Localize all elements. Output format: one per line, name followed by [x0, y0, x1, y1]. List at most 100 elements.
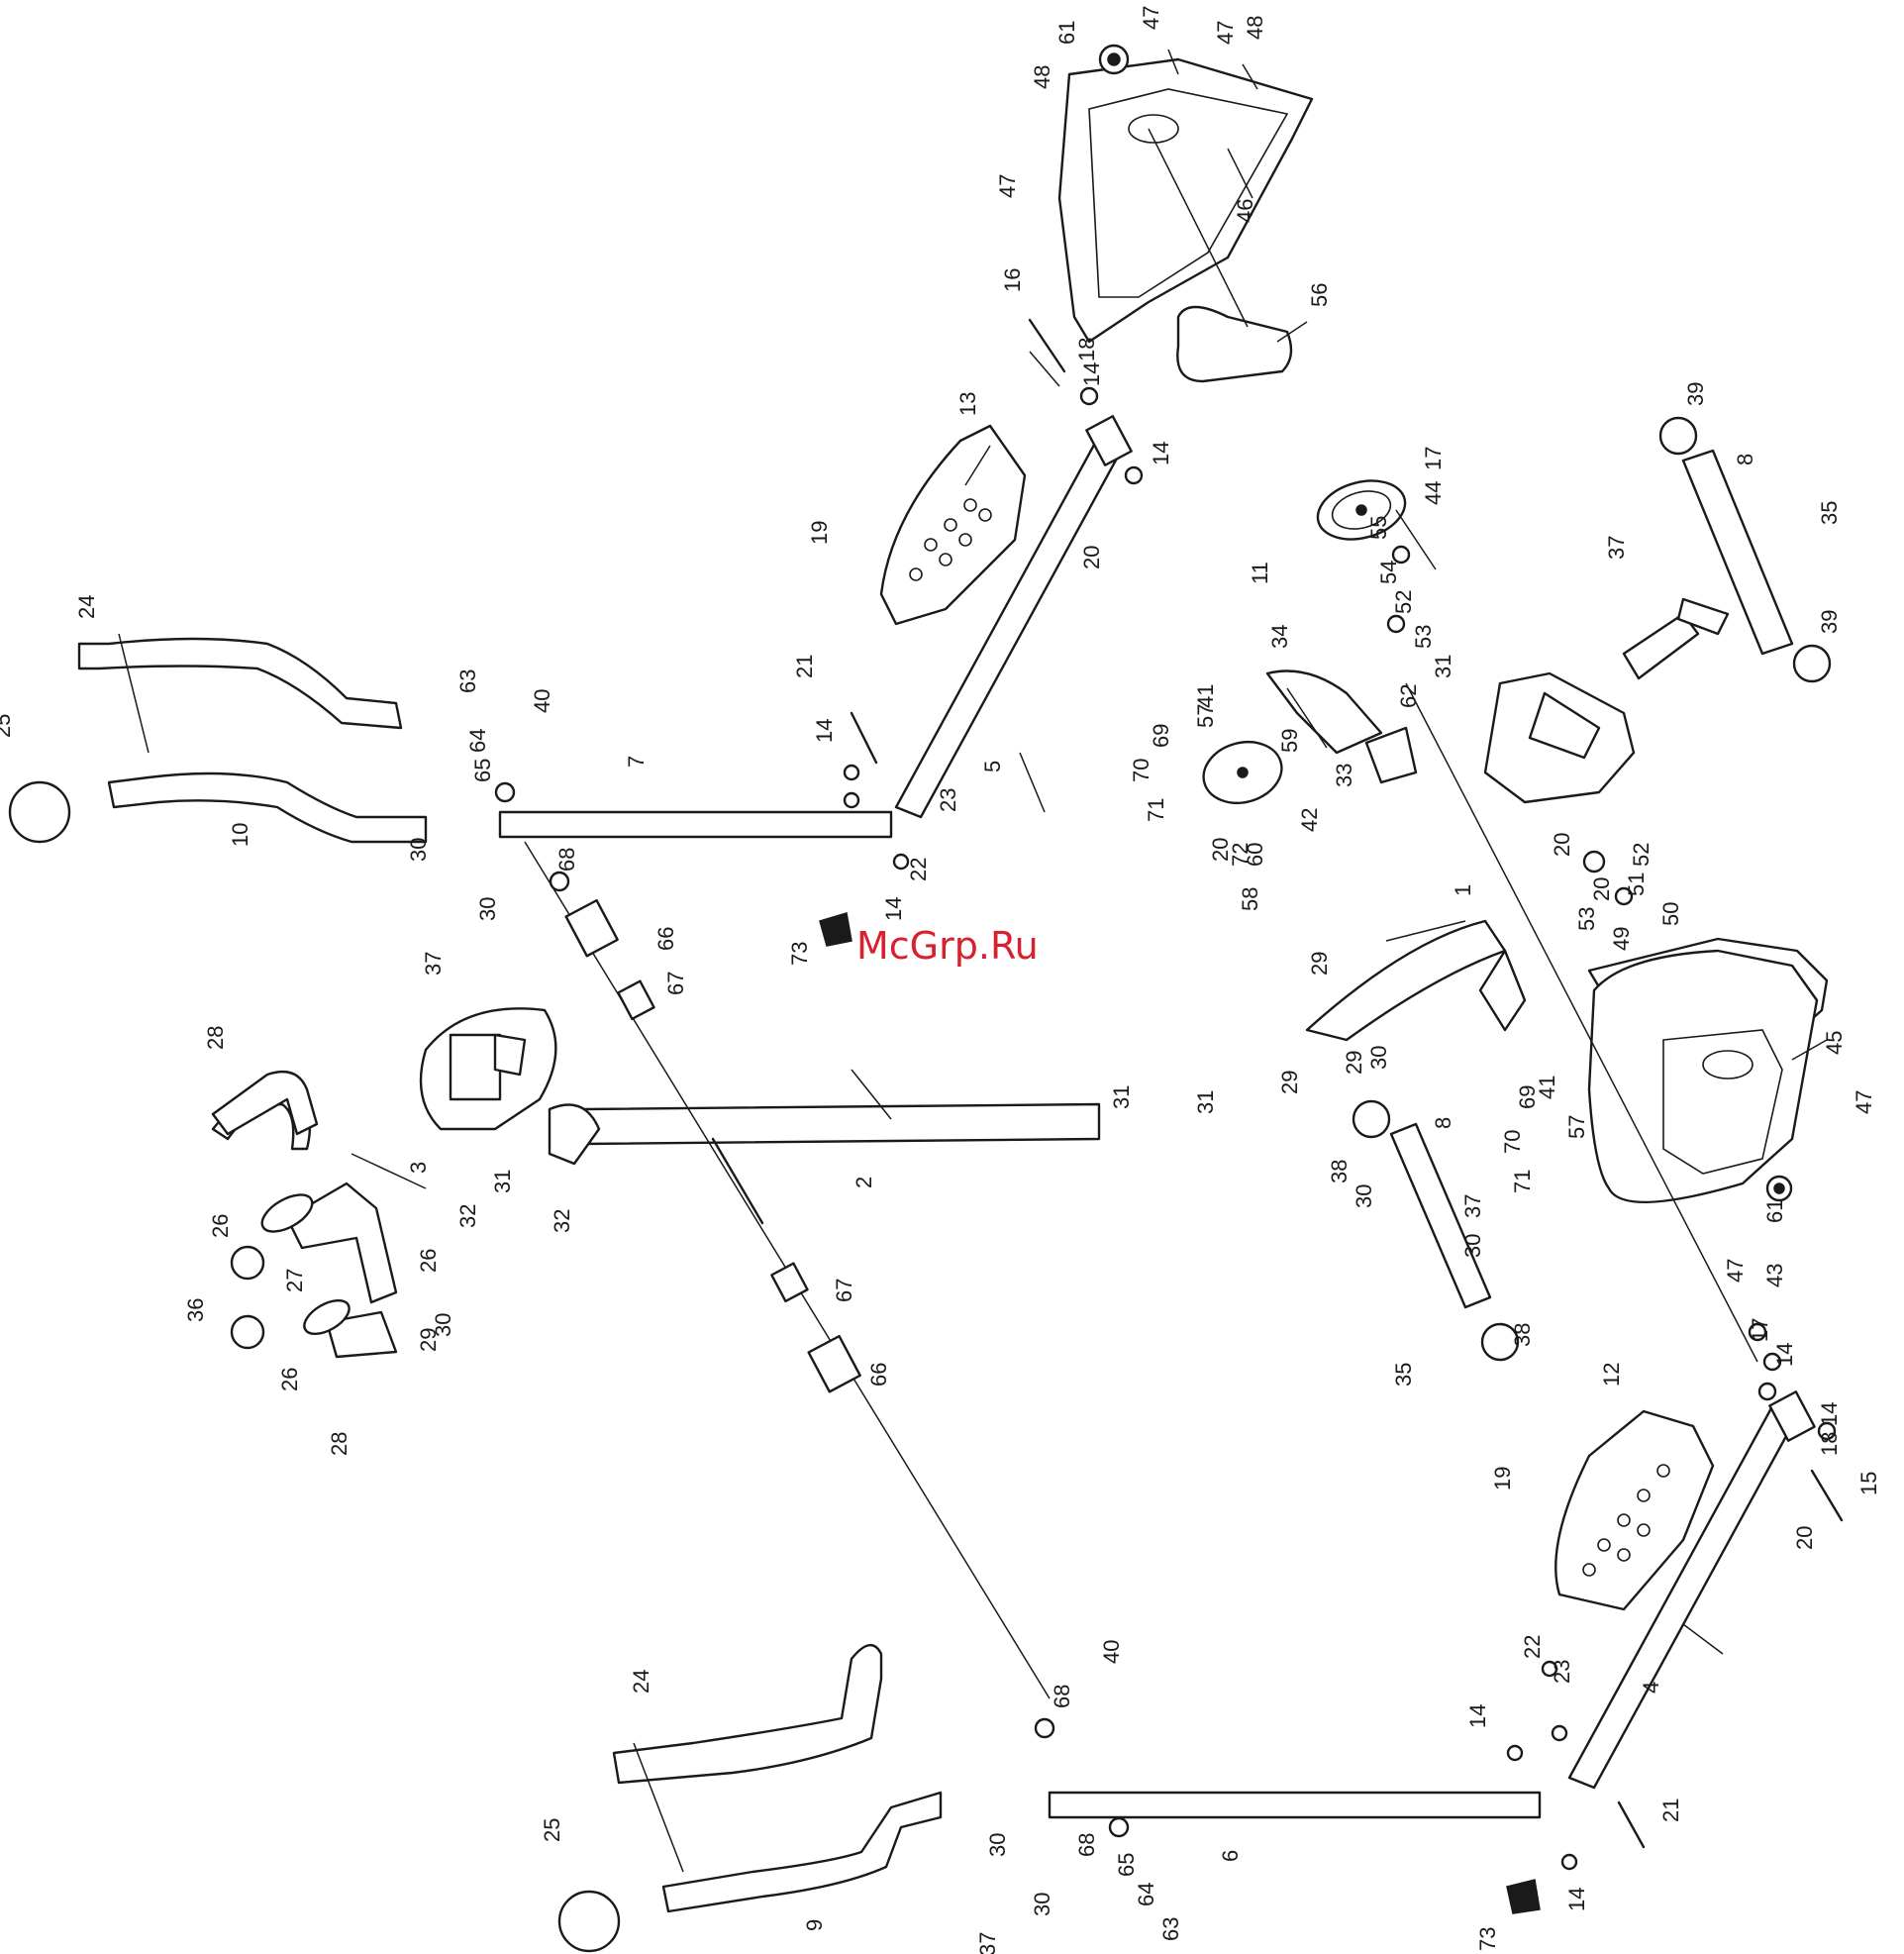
- callout-57-2: 57: [1564, 1115, 1589, 1139]
- callout-7: 7: [624, 756, 649, 768]
- sensor-33: [1364, 726, 1418, 784]
- callout-12: 12: [1599, 1363, 1624, 1387]
- callout-56: 56: [1307, 283, 1332, 307]
- callout-46: 46: [1233, 199, 1257, 223]
- callout-47-5: 47: [1723, 1259, 1748, 1283]
- callout-73: 73: [787, 942, 812, 966]
- front-shroud-46: [1057, 44, 1314, 344]
- callout-48-2: 48: [1030, 65, 1054, 89]
- callout-30-6: 30: [431, 1313, 455, 1337]
- callout-31-2: 31: [1193, 1090, 1218, 1114]
- callout-33: 33: [1332, 764, 1356, 787]
- belt-line: [1148, 128, 1249, 328]
- callout-40-2: 40: [1099, 1640, 1124, 1664]
- callout-17-2: 17: [1748, 1318, 1772, 1342]
- callout-68: 68: [554, 848, 579, 872]
- callout-37: 37: [1604, 536, 1629, 560]
- callout-38-2: 38: [1510, 1323, 1535, 1347]
- callout-3: 3: [406, 1162, 431, 1174]
- callout-72: 72: [1228, 843, 1253, 867]
- callout-11: 11: [1248, 562, 1272, 584]
- belt-56: [1176, 305, 1293, 383]
- callout-30: 30: [406, 838, 431, 862]
- callout-32: 32: [455, 1204, 480, 1228]
- callout-69: 69: [1149, 724, 1173, 748]
- callout-51: 51: [1624, 873, 1649, 896]
- callout-2: 2: [852, 1177, 876, 1188]
- callout-58: 58: [1238, 887, 1262, 911]
- crank-boss-5: [1085, 415, 1133, 466]
- callout-26-3: 26: [416, 1249, 441, 1273]
- callout-39: 39: [1683, 382, 1708, 406]
- callout-21: 21: [792, 655, 817, 678]
- callout-30-5: 30: [1460, 1234, 1485, 1258]
- callout-37-2: 37: [421, 952, 446, 976]
- callout-41: 41: [1193, 684, 1218, 708]
- console-32: [419, 1007, 601, 1166]
- callout-66: 66: [653, 927, 678, 951]
- callout-8: 8: [1733, 454, 1757, 465]
- callout-31-3: 31: [1431, 655, 1455, 678]
- callout-28-2: 28: [327, 1432, 351, 1456]
- callout-24: 24: [74, 595, 99, 619]
- callout-25-2: 25: [540, 1818, 564, 1842]
- callout-57: 57: [1193, 704, 1218, 728]
- callout-20-4: 20: [1208, 838, 1233, 862]
- bushing-67-mid: [770, 1262, 809, 1303]
- callout-4: 4: [1639, 1682, 1663, 1694]
- callout-47-3: 47: [995, 174, 1020, 198]
- link-6: [1048, 1791, 1542, 1819]
- callout-37-4: 37: [975, 1932, 1000, 1954]
- callout-73-2: 73: [1475, 1927, 1500, 1951]
- callout-53: 53: [1411, 625, 1436, 649]
- callout-14: 14: [1079, 362, 1104, 386]
- callout-52: 52: [1629, 843, 1653, 867]
- callout-39-2: 39: [1817, 610, 1842, 634]
- callout-20-5: 20: [1792, 1526, 1817, 1550]
- axle-shaft: [711, 1137, 764, 1225]
- knob-25-bottom: [557, 1890, 621, 1953]
- callout-14-4: 14: [881, 897, 906, 921]
- flywheel-11: [1316, 479, 1407, 541]
- callout-62: 62: [1396, 684, 1421, 708]
- callout-65: 65: [470, 759, 495, 782]
- callout-30-4: 30: [1352, 1184, 1376, 1208]
- callout-25: 25: [0, 714, 15, 738]
- callout-68-2: 68: [1050, 1685, 1074, 1708]
- callout-71: 71: [1144, 798, 1168, 822]
- callout-20-3: 20: [1589, 877, 1614, 901]
- seat-post-8-lower: [1352, 1099, 1520, 1362]
- link-7: [498, 810, 893, 839]
- callout-65-2: 65: [1114, 1853, 1139, 1877]
- callout-43: 43: [1762, 1264, 1787, 1287]
- callout-21-2: 21: [1658, 1799, 1683, 1822]
- callout-31-4: 31: [490, 1170, 515, 1193]
- callout-61: 61: [1054, 21, 1079, 45]
- callout-70-2: 70: [1500, 1130, 1525, 1154]
- callout-14-3: 14: [812, 719, 837, 743]
- callout-18-2: 18: [1817, 1432, 1842, 1456]
- callout-26: 26: [208, 1214, 233, 1238]
- disc-59: [1202, 741, 1283, 804]
- callout-10: 10: [228, 823, 252, 847]
- callout-40: 40: [530, 689, 554, 713]
- handlebar-3: [211, 1084, 398, 1359]
- callout-9: 9: [802, 1919, 827, 1931]
- pedal-12: [1554, 1409, 1715, 1611]
- part-number-labels: 1234567889101112131414141414141414151617…: [0, 6, 1881, 1954]
- callout-63: 63: [455, 669, 480, 693]
- callout-31: 31: [1109, 1085, 1134, 1109]
- callout-69-2: 69: [1515, 1085, 1540, 1109]
- callout-47-2: 47: [1213, 21, 1238, 45]
- arm-10-left: [107, 771, 428, 844]
- watermark: McGrp.Ru: [856, 924, 1039, 968]
- callout-20: 20: [1079, 546, 1104, 569]
- bushing-66-mid: [807, 1334, 861, 1393]
- callout-48: 48: [1243, 16, 1267, 40]
- callout-66-2: 66: [866, 1363, 891, 1387]
- fasteners: [494, 318, 1844, 1871]
- callout-30-2: 30: [475, 897, 500, 921]
- callout-19: 19: [807, 521, 832, 545]
- callout-14-8: 14: [1564, 1888, 1589, 1911]
